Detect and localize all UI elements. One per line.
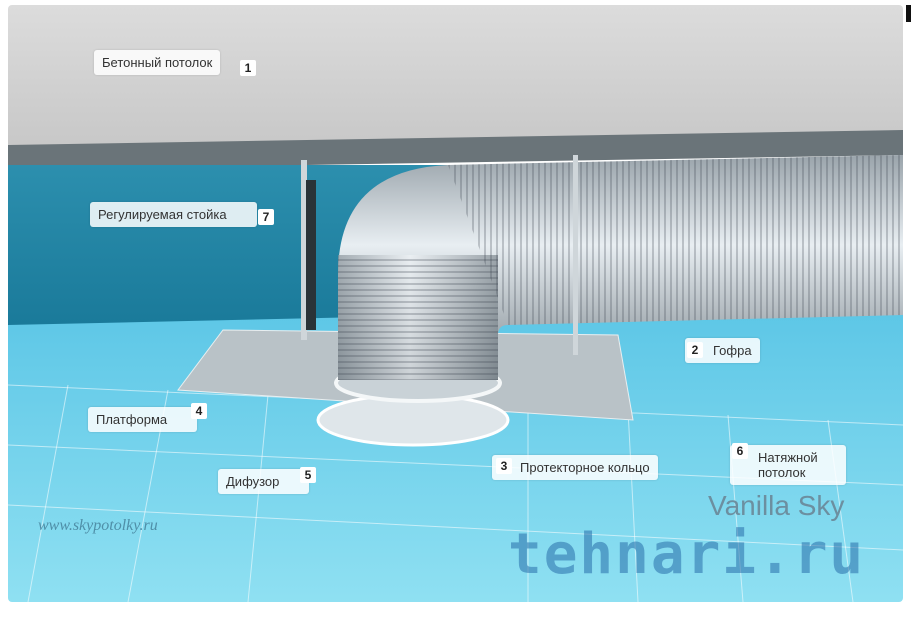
watermark-site: www.skypotolky.ru bbox=[38, 517, 158, 534]
duct-elbow-ribs bbox=[338, 255, 498, 380]
label-text: Протекторное кольцо bbox=[520, 460, 650, 475]
label-text: Бетонный потолок bbox=[102, 55, 213, 70]
label-text: Регулируемая стойка bbox=[98, 207, 227, 222]
badge-1: 1 bbox=[240, 60, 256, 76]
ceiling-edge bbox=[8, 130, 903, 170]
label-adjustable-post: Регулируемая стойка bbox=[90, 202, 257, 227]
label-platform: Платформа bbox=[88, 407, 198, 432]
concrete-ceiling bbox=[8, 5, 903, 145]
corner-bar bbox=[906, 5, 911, 22]
hanger-rod bbox=[573, 155, 578, 355]
badge-4: 4 bbox=[191, 403, 207, 419]
duct-ribs bbox=[448, 155, 903, 325]
label-concrete-ceiling: Бетонный потолок bbox=[94, 50, 221, 75]
watermark-brand: Vanilla Sky bbox=[708, 490, 845, 521]
label-diffuser: Дифузор bbox=[218, 469, 310, 494]
label-text: Дифузор bbox=[226, 474, 280, 489]
label-text: Платформа bbox=[96, 412, 168, 427]
badge-3: 3 bbox=[496, 458, 512, 474]
label-stretch-ceiling: Натяжной потолок bbox=[730, 445, 846, 485]
label-protector-ring: Протекторное кольцо bbox=[492, 455, 658, 480]
ventilation-diagram: Бетонный потолок 1 Гофра 2 Протекторное … bbox=[8, 5, 903, 602]
watermark-forum: tehnari.ru bbox=[508, 522, 866, 587]
badge-6: 6 bbox=[732, 443, 748, 459]
post-bracket bbox=[306, 180, 316, 330]
diagram-illustration bbox=[8, 5, 903, 602]
badge-2: 2 bbox=[687, 342, 703, 358]
badge-7: 7 bbox=[258, 209, 274, 225]
adjustable-post bbox=[301, 160, 307, 340]
label-text: Натяжной потолок bbox=[758, 450, 818, 480]
label-text: Гофра bbox=[713, 343, 752, 358]
badge-5: 5 bbox=[300, 467, 316, 483]
